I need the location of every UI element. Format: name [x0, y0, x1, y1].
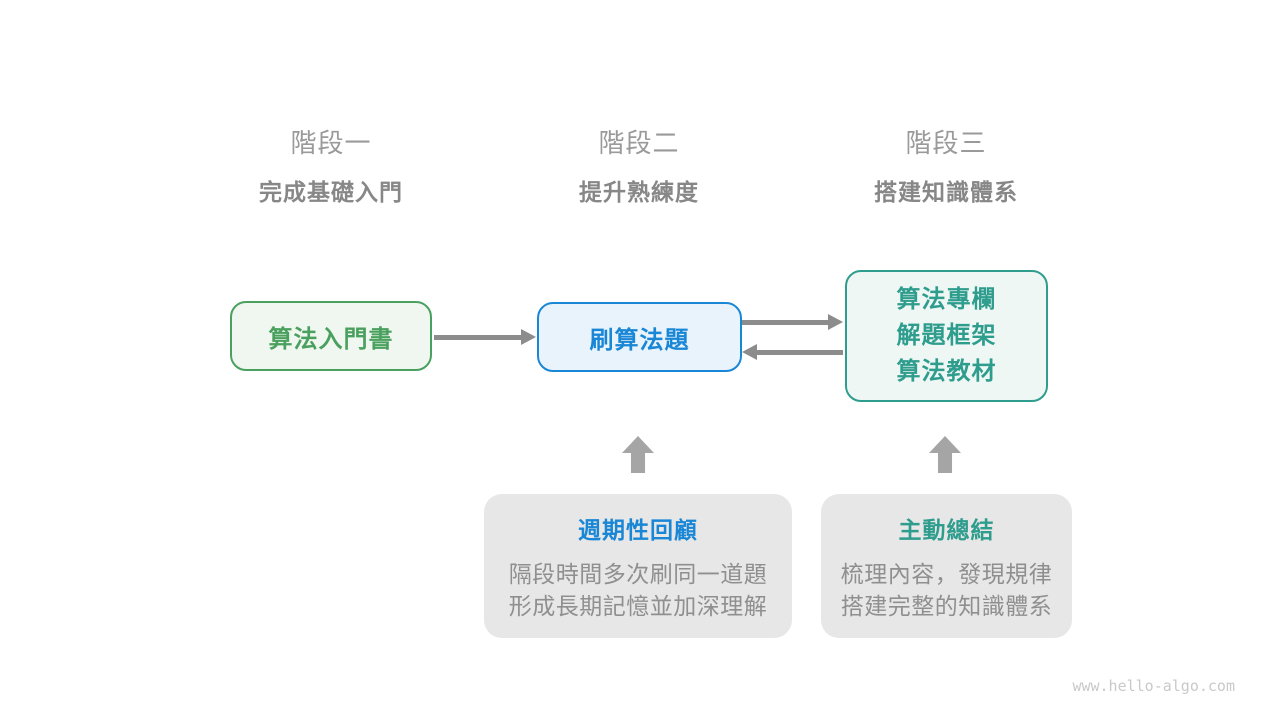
node-practice: 刷算法題	[537, 302, 742, 372]
stage-2-title: 階段二	[598, 128, 680, 158]
node-resources-line-2: 解題框架	[896, 322, 997, 349]
tip-card-active-summary: 主動總結 梳理內容，發現規律 搭建完整的知識體系	[821, 494, 1072, 638]
stage-header-3: 階段三 搭建知識體系	[796, 126, 1096, 207]
node-resources-line-1: 算法專欄	[896, 286, 997, 313]
stage-2-subtitle: 提升熟練度	[579, 179, 699, 205]
stage-header-1: 階段一 完成基礎入門	[181, 126, 481, 207]
node-resources-line-3: 算法教材	[896, 358, 997, 385]
arrow-up-icon	[622, 436, 654, 473]
tip-summary-body-line-1: 梳理內容，發現規律	[840, 561, 1053, 587]
tip-review-body: 隔段時間多次刷同一道題 形成長期記憶並加深理解	[484, 558, 792, 622]
footer-url: www.hello-algo.com	[1072, 677, 1235, 695]
stage-1-subtitle: 完成基礎入門	[259, 179, 403, 205]
arrow-up-icon	[929, 436, 961, 473]
stage-1-title: 階段一	[290, 128, 372, 158]
node-practice-label: 刷算法題	[589, 326, 690, 354]
node-intro-book-label: 算法入門書	[268, 325, 394, 353]
tip-card-periodic-review: 週期性回顧 隔段時間多次刷同一道題 形成長期記憶並加深理解	[484, 494, 792, 638]
node-intro-book: 算法入門書	[230, 301, 432, 371]
tip-summary-body-line-2: 搭建完整的知識體系	[840, 593, 1053, 619]
tip-review-body-line-2: 形成長期記憶並加深理解	[508, 593, 768, 619]
tip-review-body-line-1: 隔段時間多次刷同一道題	[508, 561, 768, 587]
tip-review-title: 週期性回顧	[578, 517, 698, 543]
stage-3-subtitle: 搭建知識體系	[874, 179, 1018, 205]
stage-header-2: 階段二 提升熟練度	[489, 126, 789, 207]
node-resources: 算法專欄 解題框架 算法教材	[845, 270, 1048, 402]
stage-3-title: 階段三	[905, 128, 987, 158]
tip-summary-title: 主動總結	[898, 517, 995, 543]
tip-summary-body: 梳理內容，發現規律 搭建完整的知識體系	[821, 558, 1072, 622]
